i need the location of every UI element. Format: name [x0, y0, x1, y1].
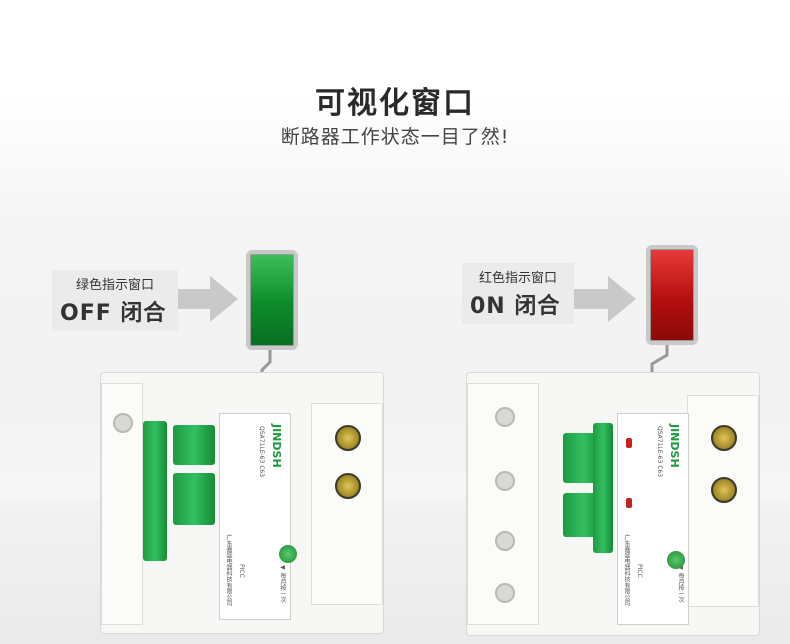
breaker-model: QSA71LE-63 C63: [258, 426, 265, 478]
breaker-maker: 广东嘉盛电器科技有限公司: [225, 534, 232, 606]
mounting-hole: [495, 583, 515, 603]
breaker-label-plate: JINDSH QSA71LE-63 C63 广东嘉盛电器科技有限公司 PICC …: [219, 413, 291, 620]
red-indicator-window: [646, 245, 698, 345]
red-indicator-icon: [626, 438, 632, 448]
breaker-cert: PICC: [238, 564, 245, 578]
breaker-cert: PICC: [636, 564, 643, 578]
breaker-brand: JINDSH: [270, 424, 283, 468]
green-indicator-window: [246, 250, 298, 350]
mounting-hole: [495, 407, 515, 427]
right-state: 0N 闭合: [470, 294, 561, 319]
breaker-handle: [593, 423, 613, 553]
breaker-maker: 广东嘉盛电器科技有限公司: [623, 534, 630, 606]
breaker-handle: [143, 421, 167, 561]
page-title: 可视化窗口: [315, 86, 475, 121]
left-state: OFF 闭合: [60, 301, 167, 326]
test-label: ◀ 每月按一次: [677, 564, 684, 603]
breaker-brand: JINDSH: [668, 424, 681, 468]
right-caption: 红色指示窗口: [478, 271, 557, 286]
screw-icon: [335, 425, 361, 451]
test-button-icon: [667, 551, 685, 569]
red-indicator-icon: [626, 498, 632, 508]
left-label-box: 绿色指示窗口 OFF 闭合: [52, 270, 178, 331]
screw-icon: [711, 425, 737, 451]
breaker-handle: [173, 473, 215, 525]
right-breaker: JINDSH QSA71LE-63 C63 广东嘉盛电器科技有限公司 PICC …: [466, 372, 760, 636]
breaker-handle: [173, 425, 215, 465]
left-caption: 绿色指示窗口: [75, 278, 154, 293]
left-breaker: JINDSH QSA71LE-63 C63 广东嘉盛电器科技有限公司 PICC …: [100, 372, 384, 634]
test-label: ◀ 每月按一次: [279, 564, 286, 603]
breaker-model: QSA71LE-63 C63: [656, 426, 663, 478]
right-label-box: 红色指示窗口 0N 闭合: [462, 263, 574, 324]
arrow-right-icon: [173, 276, 238, 322]
mounting-hole: [113, 413, 133, 433]
breaker-pole: [311, 403, 383, 605]
test-button-icon: [279, 545, 297, 563]
mounting-hole: [495, 471, 515, 491]
screw-icon: [711, 477, 737, 503]
arrow-right-icon: [573, 276, 636, 322]
page-subtitle: 断路器工作状态一目了然!: [280, 126, 510, 148]
mounting-hole: [495, 531, 515, 551]
screw-icon: [335, 473, 361, 499]
breaker-label-plate: JINDSH QSA71LE-63 C63 广东嘉盛电器科技有限公司 PICC …: [617, 413, 689, 625]
